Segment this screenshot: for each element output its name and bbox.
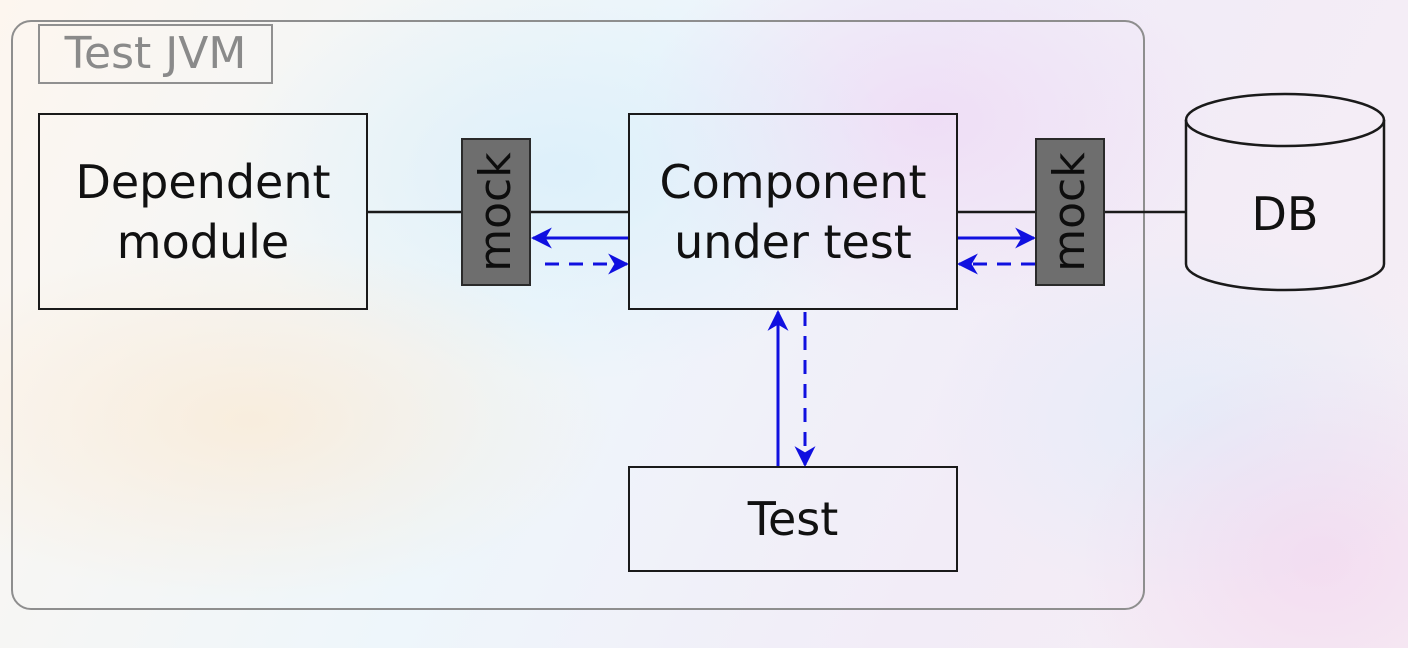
test-label: Test	[747, 492, 839, 546]
right-mock-label: mock	[1044, 152, 1095, 272]
left-mock-box: mock	[461, 138, 531, 286]
db-cylinder-icon	[1184, 92, 1386, 292]
test-jvm-frame	[11, 20, 1145, 610]
dependent-module-box: Dependent module	[38, 113, 368, 310]
right-mock-box: mock	[1035, 138, 1105, 286]
component-under-test-box: Component under test	[628, 113, 958, 310]
component-line1: Component	[659, 154, 927, 209]
test-box: Test	[628, 466, 958, 572]
test-jvm-label: Test JVM	[38, 24, 273, 84]
db-label: DB	[1251, 187, 1319, 241]
dependent-module-line1: Dependent	[75, 154, 331, 209]
left-mock-label: mock	[470, 152, 521, 272]
component-line2: under test	[674, 214, 912, 269]
dependent-module-line2: module	[116, 214, 290, 269]
